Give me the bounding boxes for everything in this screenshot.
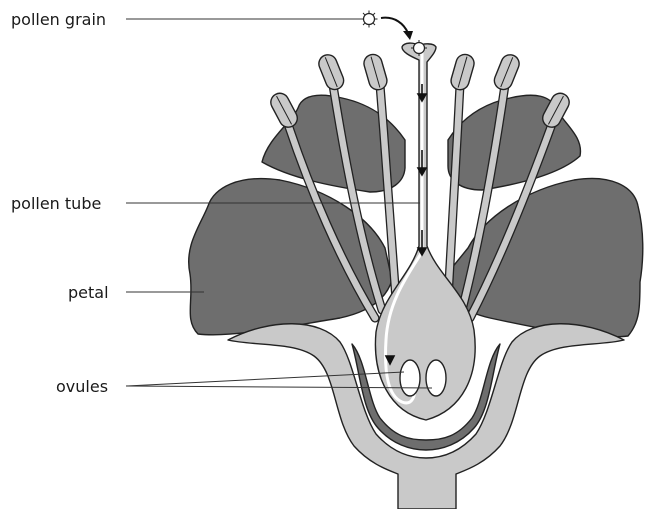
pollen-grain — [361, 11, 378, 28]
pollen-tube-label: pollen tube — [11, 194, 101, 213]
petal-lower-left — [189, 179, 392, 335]
ovule — [400, 360, 420, 396]
pollen-grain-label: pollen grain — [11, 10, 106, 29]
ovules-label: ovules — [56, 377, 108, 396]
petal-label: petal — [68, 283, 109, 302]
pollen-transfer-arrow — [381, 18, 413, 40]
ovule — [426, 360, 446, 396]
